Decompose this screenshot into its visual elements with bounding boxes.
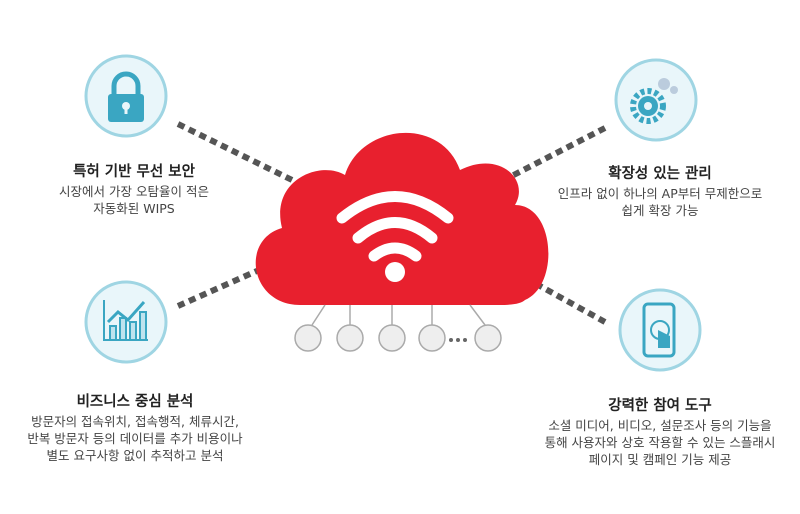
phone-touch-icon — [642, 302, 676, 358]
feature-scalable-management: 확장성 있는 관리 인프라 없이 하나의 AP부터 무제한으로 쉽게 확장 가능 — [520, 162, 800, 219]
feature-desc-line: 반복 방문자 등의 데이터를 추가 비용이나 — [27, 431, 243, 446]
feature-title: 특허 기반 무선 보안 — [73, 164, 195, 180]
phone-circle — [618, 288, 702, 372]
feature-title: 확장성 있는 관리 — [608, 166, 712, 182]
cloud-wifi — [255, 132, 549, 305]
feature-desc-line: 인프라 없이 하나의 AP부터 무제한으로 — [557, 186, 763, 201]
gears-icon — [630, 78, 678, 124]
connectors — [176, 121, 607, 325]
wifi-icon — [336, 191, 454, 262]
feature-desc-line: 쉽게 확장 가능 — [621, 203, 699, 218]
feature-desc-line: 소셜 미디어, 비디오, 설문조사 등의 기능을 — [548, 418, 772, 433]
feature-title: 비즈니스 중심 분석 — [76, 394, 194, 410]
client-nodes — [294, 304, 502, 352]
lock-icon — [108, 71, 144, 122]
feature-desc-line: 시장에서 가장 오탐율이 적은 — [59, 184, 209, 199]
feature-desc-line: 방문자의 접속위치, 접속행적, 체류시간, — [31, 414, 239, 429]
chart-icon — [103, 300, 148, 341]
feature-engagement-tools: 강력한 참여 도구 소셜 미디어, 비디오, 설문조사 등의 기능을 통해 사용… — [510, 394, 800, 468]
feature-business-analytics: 비즈니스 중심 분석 방문자의 접속위치, 접속행적, 체류시간, 반복 방문자… — [0, 390, 275, 464]
feature-wireless-security: 특허 기반 무선 보안 시장에서 가장 오탐율이 적은 자동화된 WIPS — [4, 160, 264, 217]
feature-desc-line: 별도 요구사항 없이 추적하고 분석 — [46, 448, 224, 463]
feature-title: 강력한 참여 도구 — [608, 398, 712, 414]
feature-desc-line: 통해 사용자와 상호 작용할 수 있는 스플래시 — [544, 435, 776, 450]
feature-desc-line: 자동화된 WIPS — [93, 201, 175, 216]
feature-desc-line: 페이지 및 캠페인 기능 제공 — [588, 452, 732, 467]
